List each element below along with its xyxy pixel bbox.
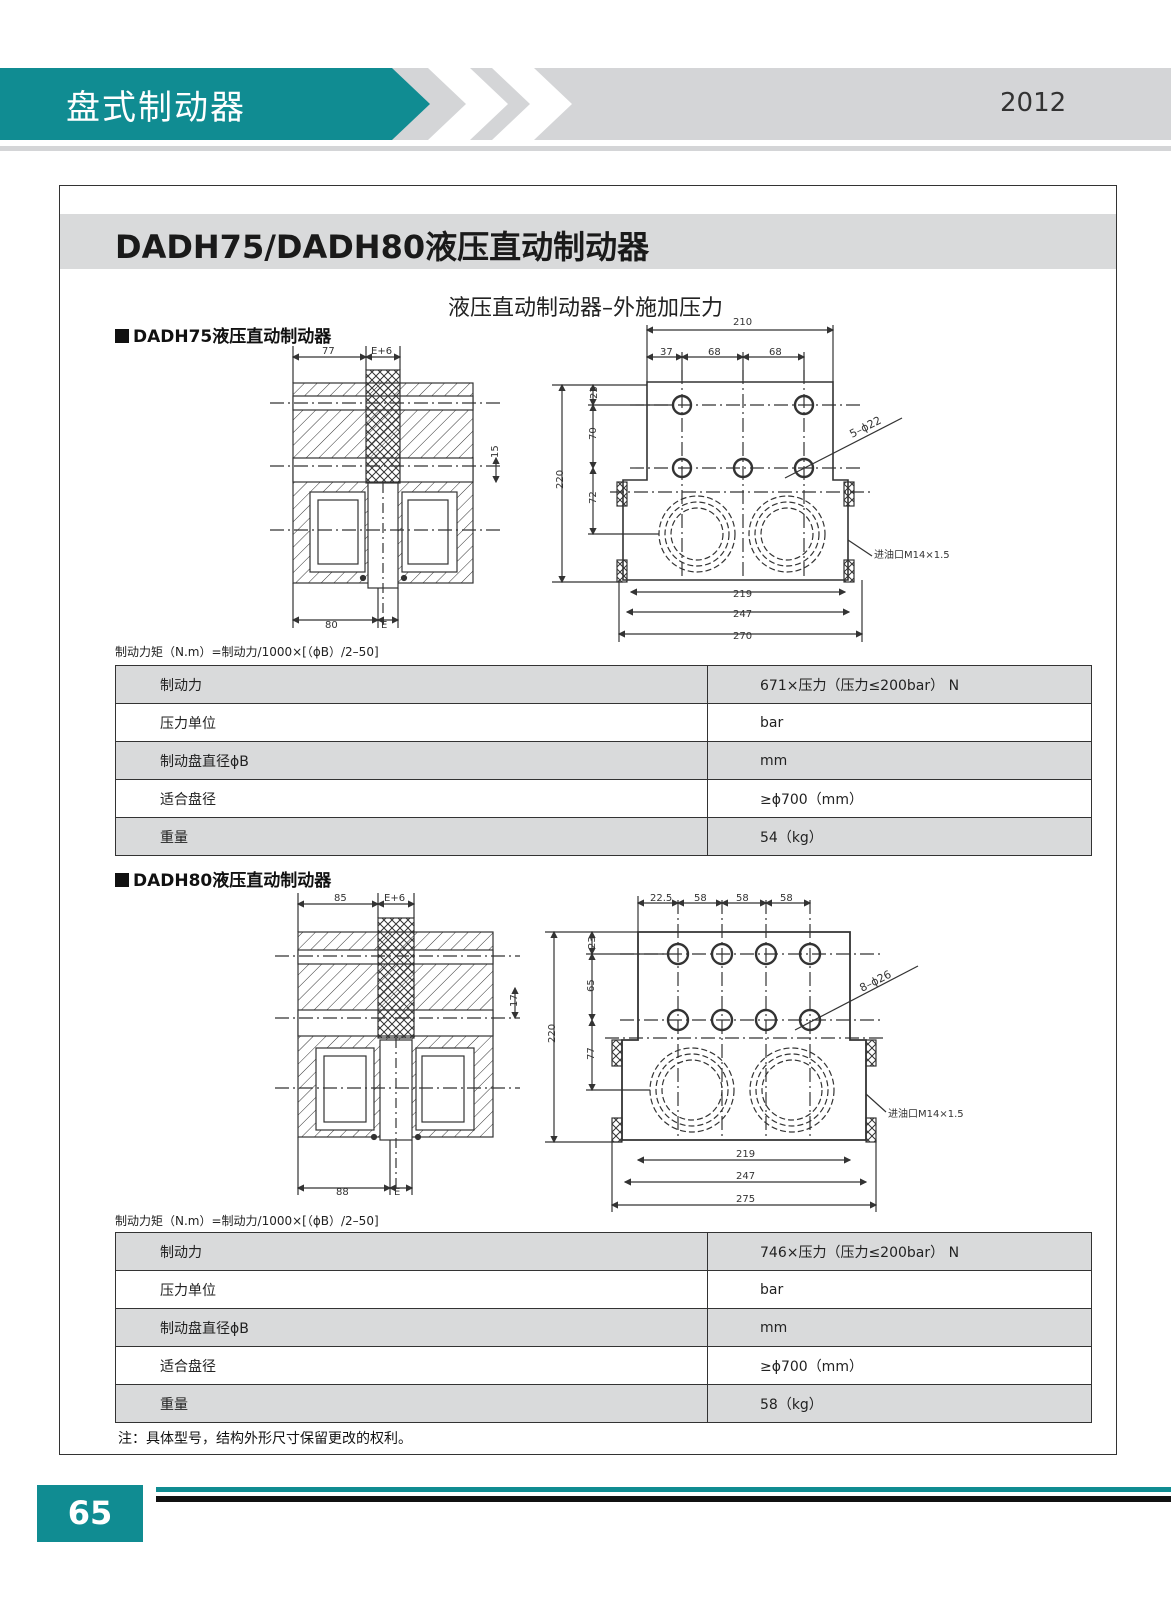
dim-label: 247 bbox=[736, 1171, 755, 1182]
spec-value: ≥ϕ700（mm） bbox=[707, 779, 1092, 818]
section-heading-text: DADH75液压直动制动器 bbox=[133, 327, 332, 347]
spec-label: 重量 bbox=[115, 817, 708, 856]
section-heading-dadh75: DADH75液压直动制动器 bbox=[115, 322, 331, 347]
title-band bbox=[60, 214, 1116, 269]
spec-value: 746×压力（压力≤200bar） N bbox=[707, 1232, 1092, 1271]
page-number: 65 bbox=[67, 1494, 113, 1532]
dim-label: 58 bbox=[780, 893, 793, 904]
footer-rule-black bbox=[156, 1496, 1171, 1502]
spec-label: 重量 bbox=[115, 1384, 708, 1423]
spec-label: 制动力 bbox=[115, 1232, 708, 1271]
dim-label: 88 bbox=[336, 1187, 349, 1198]
page-title: DADH75/DADH80液压直动制动器 bbox=[115, 228, 650, 266]
dim-label: 270 bbox=[733, 631, 752, 642]
dim-label: 65 bbox=[586, 979, 597, 992]
category-title: 盘式制动器 bbox=[66, 88, 246, 128]
dim-label: 72 bbox=[588, 491, 599, 504]
spec-value: 58（kg） bbox=[707, 1384, 1092, 1423]
dim-label: 210 bbox=[733, 317, 752, 328]
square-bullet-icon bbox=[115, 873, 129, 887]
year-label: 2012 bbox=[1000, 88, 1067, 118]
dim-label: E bbox=[394, 1187, 400, 1198]
dim-label: 247 bbox=[733, 609, 752, 620]
table-row: 适合盘径≥ϕ700（mm） bbox=[115, 1346, 1092, 1385]
dim-label: 219 bbox=[736, 1149, 755, 1160]
dim-label: E bbox=[381, 620, 387, 631]
dim-label: 15 bbox=[490, 445, 501, 458]
dim-label: 70 bbox=[588, 427, 599, 440]
spec-value: bar bbox=[707, 1270, 1092, 1309]
spec-value: mm bbox=[707, 741, 1092, 780]
dadh75-front-view bbox=[552, 325, 903, 642]
dim-label: 8–ϕ26 bbox=[857, 968, 893, 995]
header-category-banner bbox=[0, 68, 430, 140]
spec-label: 制动盘直径ϕB bbox=[115, 741, 708, 780]
spec-label: 压力单位 bbox=[115, 703, 708, 742]
torque-formula: 制动力矩（N.m）=制动力/1000×[（ϕB）/2–50] bbox=[115, 645, 379, 659]
footnote: 注：具体型号，结构外形尺寸保留更改的权利。 bbox=[118, 1431, 412, 1447]
dim-label: 58 bbox=[736, 893, 749, 904]
content-frame bbox=[59, 185, 1117, 1455]
dim-label: 77 bbox=[322, 346, 335, 357]
spec-value: 671×压力（压力≤200bar） N bbox=[707, 665, 1092, 704]
dadh75-section-view bbox=[270, 346, 500, 628]
dim-label: 85 bbox=[334, 893, 347, 904]
dadh80-section-view bbox=[275, 893, 520, 1195]
dim-label: 80 bbox=[325, 620, 338, 631]
spec-label: 压力单位 bbox=[115, 1270, 708, 1309]
dim-label: 进油口M14×1.5 bbox=[888, 1107, 964, 1120]
table-row: 适合盘径≥ϕ700（mm） bbox=[115, 779, 1092, 818]
dim-label: 22.5 bbox=[650, 893, 672, 904]
spec-label: 制动力 bbox=[115, 665, 708, 704]
square-bullet-icon bbox=[115, 329, 129, 343]
dim-label: 275 bbox=[736, 1194, 755, 1205]
section-subtitle: 液压直动制动器–外施加压力 bbox=[447, 296, 723, 321]
spec-label: 适合盘径 bbox=[115, 1346, 708, 1385]
footer-rule-teal bbox=[156, 1487, 1171, 1492]
spec-label: 适合盘径 bbox=[115, 779, 708, 818]
dim-label: 37 bbox=[660, 347, 673, 358]
section-heading-text: DADH80液压直动制动器 bbox=[133, 871, 332, 891]
dim-label: 进油口M14×1.5 bbox=[874, 548, 950, 561]
spec-label: 制动盘直径ϕB bbox=[115, 1308, 708, 1347]
dim-label: 220 bbox=[547, 1024, 558, 1043]
dim-label: 23 bbox=[589, 386, 600, 399]
dim-label: 68 bbox=[769, 347, 782, 358]
spec-value: ≥ϕ700（mm） bbox=[707, 1346, 1092, 1385]
dim-label: E+6 bbox=[371, 346, 392, 357]
page-number-box bbox=[37, 1485, 143, 1542]
dim-label: 219 bbox=[733, 589, 752, 600]
spec-value: mm bbox=[707, 1308, 1092, 1347]
header-rule bbox=[0, 146, 1171, 151]
dim-label: 68 bbox=[708, 347, 721, 358]
dadh80-front-view bbox=[545, 896, 919, 1212]
spec-value: bar bbox=[707, 703, 1092, 742]
spec-value: 54（kg） bbox=[707, 817, 1092, 856]
dim-label: 58 bbox=[694, 893, 707, 904]
torque-formula: 制动力矩（N.m）=制动力/1000×[（ϕB）/2–50] bbox=[115, 1214, 379, 1228]
dim-label: 77 bbox=[586, 1047, 597, 1060]
section-heading-dadh80: DADH80液压直动制动器 bbox=[115, 866, 331, 891]
dim-label: 17 bbox=[509, 994, 520, 1007]
dim-label: 220 bbox=[555, 470, 566, 489]
dim-label: 23 bbox=[587, 936, 598, 949]
dim-label: E+6 bbox=[384, 893, 405, 904]
